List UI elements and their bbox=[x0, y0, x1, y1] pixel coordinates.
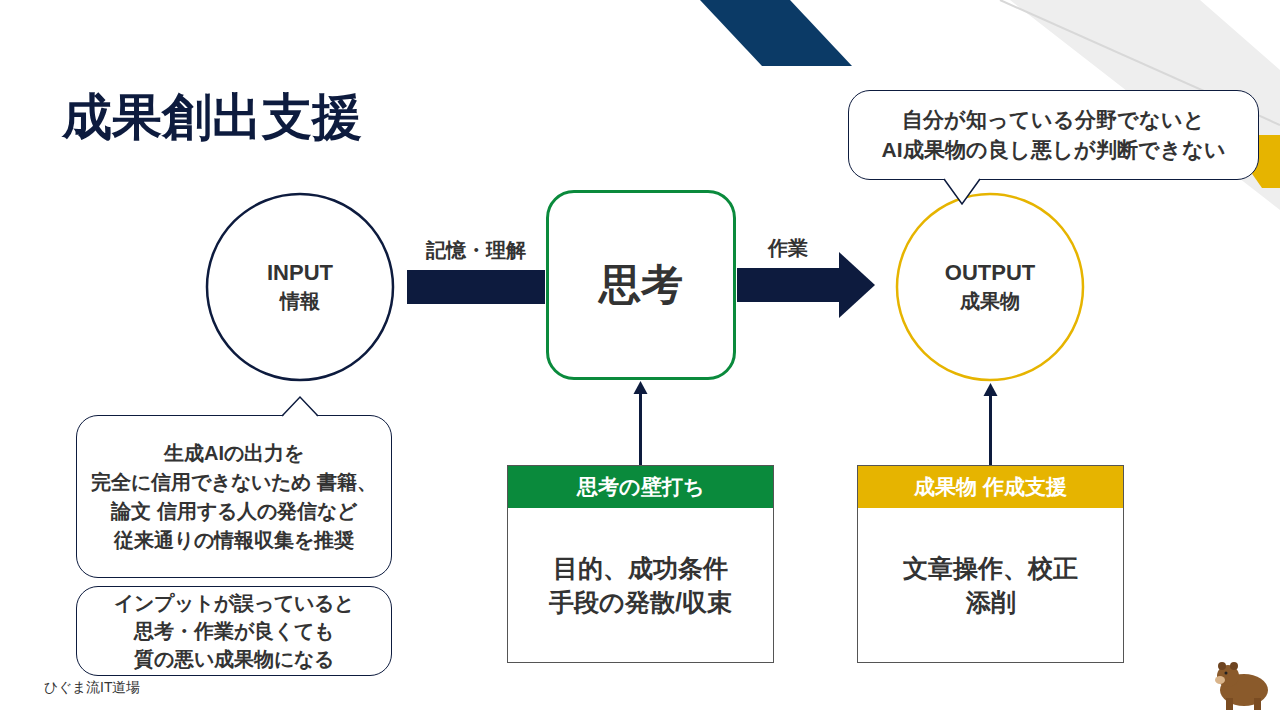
arrow-head bbox=[634, 381, 648, 394]
node-label: 成果物 作成支援 bbox=[914, 473, 1067, 501]
note-callout: 生成AIの出力を 完全に信用できないため 書籍、論文 信用する人の発信など 従来… bbox=[76, 415, 392, 578]
arrow-head bbox=[984, 383, 998, 396]
note-callout: 自分が知っている分野でないと AI成果物の良し悪しが判断できない bbox=[848, 90, 1259, 180]
bear-head bbox=[1217, 665, 1239, 687]
support-panel: 思考の壁打ち目的、成功条件 手段の発散/収束 bbox=[507, 465, 774, 663]
circle-outline bbox=[205, 192, 395, 382]
bear-eye bbox=[1225, 672, 1228, 675]
navy-band bbox=[700, 0, 852, 66]
node-label: OUTPUT bbox=[945, 260, 1035, 286]
node-label: インプットが誤っていると 思考・作業が良くても 質の悪い成果物になる bbox=[89, 589, 379, 673]
note-box: インプットが誤っていると 思考・作業が良くても 質の悪い成果物になる bbox=[76, 586, 392, 676]
panel-body: 文章操作、校正 添削 bbox=[858, 508, 1123, 662]
edge-label: 記憶・理解 bbox=[426, 237, 526, 264]
output-circle: OUTPUT成果物 bbox=[895, 192, 1085, 382]
circle-outline bbox=[895, 192, 1085, 382]
bear-illustration bbox=[1215, 662, 1268, 710]
node-label: 自分が知っている分野でないと AI成果物の良し悪しが判断できない bbox=[859, 105, 1249, 165]
bear-leg bbox=[1254, 698, 1261, 710]
node-label: 思考の壁打ち bbox=[577, 473, 705, 501]
arrow-head bbox=[839, 252, 875, 318]
watermark-label: ひぐま流IT道場 bbox=[44, 679, 140, 697]
input-circle: INPUT情報 bbox=[205, 192, 395, 382]
panel-body: 目的、成功条件 手段の発散/収束 bbox=[508, 508, 773, 662]
bear-snout bbox=[1215, 676, 1225, 684]
bear-body bbox=[1220, 674, 1268, 706]
connector bbox=[634, 381, 648, 465]
bear-ear bbox=[1230, 662, 1238, 670]
connector bbox=[737, 252, 875, 318]
circle-shape bbox=[897, 194, 1083, 380]
support-panel: 成果物 作成支援文章操作、校正 添削 bbox=[857, 465, 1124, 663]
tail-outline bbox=[282, 397, 318, 416]
arrow-shaft bbox=[737, 268, 839, 302]
connector bbox=[984, 383, 998, 465]
panel-header: 思考の壁打ち bbox=[508, 466, 773, 508]
circle-shape bbox=[207, 194, 393, 380]
gray-band bbox=[790, 0, 1280, 210]
node-body: 文章操作、校正 添削 bbox=[896, 551, 1086, 619]
arrow-shaft bbox=[407, 270, 545, 304]
thinking-box: 思考 bbox=[546, 190, 736, 380]
panel-header: 成果物 作成支援 bbox=[858, 466, 1123, 508]
node-body: 成果物 bbox=[960, 288, 1020, 315]
edge-label: 作業 bbox=[768, 235, 808, 262]
tail-outline bbox=[944, 179, 980, 204]
node-body: 情報 bbox=[280, 288, 320, 315]
node-label: 思考 bbox=[599, 257, 683, 313]
tail-fill bbox=[282, 397, 318, 417]
bear-leg bbox=[1226, 698, 1233, 710]
page-title: 成果創出支援 bbox=[62, 84, 362, 151]
arrow-line bbox=[639, 393, 642, 465]
arrow-line bbox=[989, 395, 992, 465]
tail-fill bbox=[944, 178, 980, 204]
node-label: 生成AIの出力を 完全に信用できないため 書籍、論文 信用する人の発信など 従来… bbox=[89, 439, 379, 555]
node-body: 目的、成功条件 手段の発散/収束 bbox=[521, 551, 761, 619]
connector bbox=[407, 270, 545, 304]
bear-ear bbox=[1218, 662, 1226, 670]
node-label: INPUT bbox=[267, 260, 333, 286]
